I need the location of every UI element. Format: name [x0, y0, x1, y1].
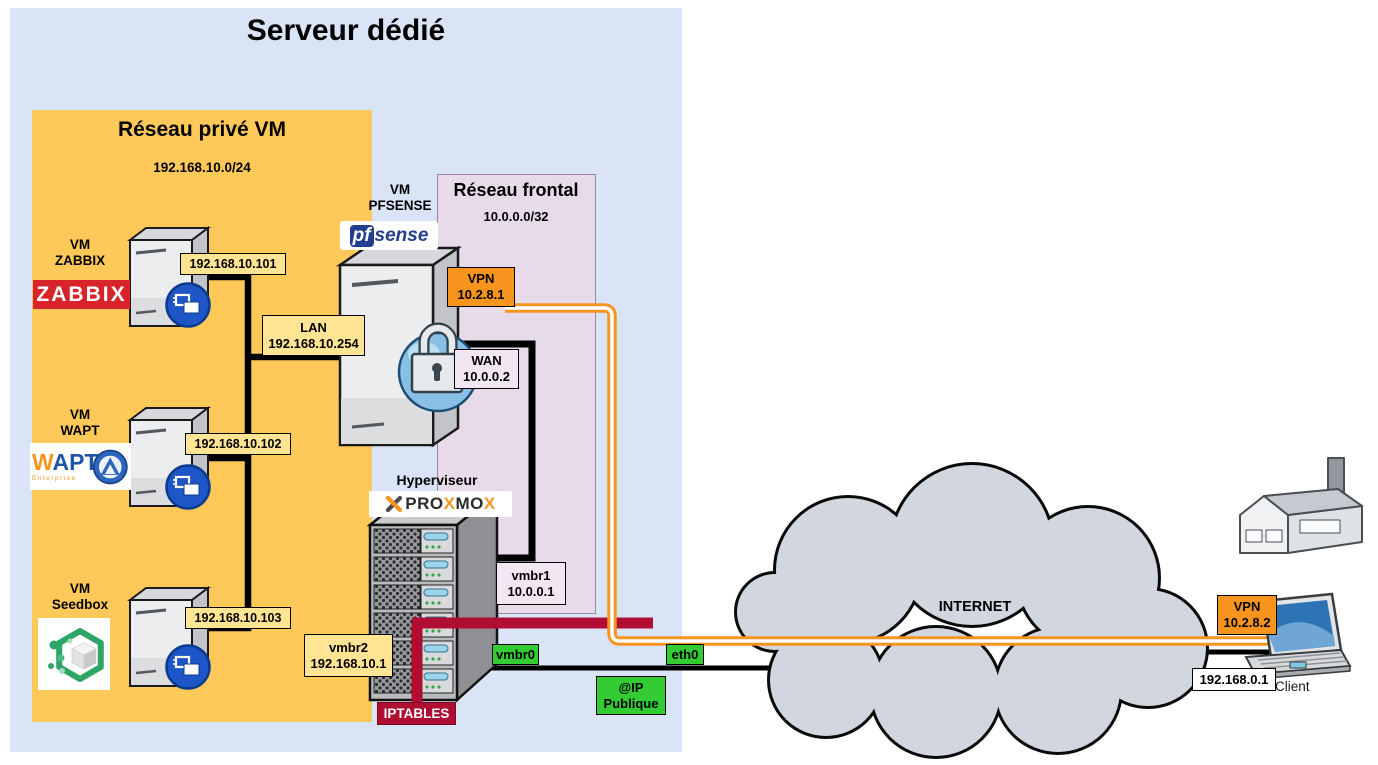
eth0-label: eth0	[666, 644, 704, 665]
vm-zabbix-name: VM ZABBIX	[54, 237, 106, 268]
wapt-logo: WAPT Enterprise	[30, 443, 131, 490]
internet-label: INTERNET	[938, 599, 1012, 615]
zabbix-logo: ZABBIX	[33, 280, 130, 309]
vpn-tunnel-line	[505, 303, 1336, 646]
private-network-subnet: 192.168.10.0/24	[153, 160, 251, 175]
frontal-network-title: Réseau frontal	[453, 180, 579, 200]
laptop-icon	[1244, 592, 1352, 680]
seedbox-vm-icon	[165, 644, 211, 690]
zabbix-vm-icon	[165, 282, 211, 328]
vpn-client-label: VPN 10.2.8.2	[1217, 595, 1277, 635]
vm-pfsense-name: VM PFSENSE	[368, 182, 432, 213]
zabbix-ip-label: 192.168.10.101	[180, 253, 286, 275]
client-ip-label: 192.168.0.1	[1192, 668, 1276, 691]
vmbr2-label: vmbr2 192.168.10.1	[304, 634, 393, 677]
seedbox-app-icon	[38, 618, 110, 690]
private-network-title: Réseau privé VM	[117, 118, 287, 141]
wan-label: WAN 10.0.0.2	[454, 349, 519, 389]
hypervisor-title: Hyperviseur	[396, 472, 478, 488]
frontal-network-subnet: 10.0.0.0/32	[483, 209, 549, 224]
iptables-label: IPTABLES	[377, 702, 456, 725]
internet-cloud-icon	[734, 462, 1209, 759]
vmbr1-label: vmbr1 10.0.0.1	[496, 562, 566, 605]
lan-label: LAN 192.168.10.254	[262, 315, 365, 356]
wapt-badge-icon	[93, 449, 129, 484]
house-icon	[1239, 457, 1363, 554]
wapt-ip-label: 192.168.10.102	[185, 433, 291, 455]
vm-wapt-name: VM WAPT	[60, 407, 100, 438]
proxmox-x-icon	[386, 495, 403, 513]
wapt-logo-subtext: Enterprise	[32, 474, 77, 482]
vm-seedbox-name: VM Seedbox	[51, 581, 109, 612]
vpn-server-label: VPN 10.2.8.1	[447, 267, 515, 307]
vmbr0-label: vmbr0	[492, 644, 539, 665]
seedbox-ip-label: 192.168.10.103	[185, 607, 291, 629]
public-ip-label: @IP Publique	[596, 676, 666, 715]
page-title: Serveur dédié	[246, 14, 446, 47]
client-label: Client	[1275, 679, 1310, 694]
wapt-vm-icon	[165, 464, 211, 510]
